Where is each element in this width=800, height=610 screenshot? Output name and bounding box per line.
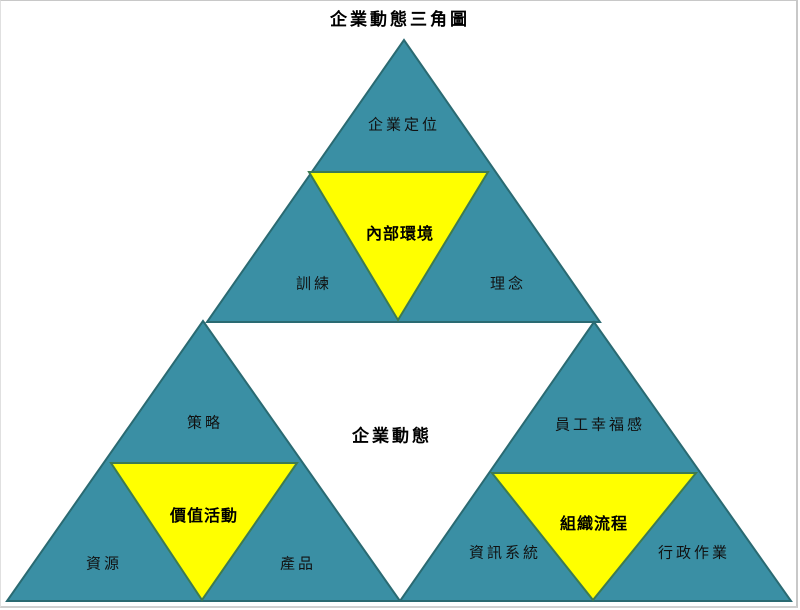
label-br-left: 資訊系統 xyxy=(468,543,542,562)
label-bl-core: 價值活動 xyxy=(169,506,239,525)
label-br-top: 員工幸福感 xyxy=(554,415,646,434)
label-top-left: 訓練 xyxy=(295,274,333,293)
label-br-right: 行政作業 xyxy=(657,543,731,562)
label-top-right: 理念 xyxy=(489,274,527,293)
outer-triangle-bottom-left xyxy=(5,319,402,602)
outer-triangle-bottom-right xyxy=(398,320,793,602)
inner-triangle-top xyxy=(307,171,490,322)
inner-triangle-bottom-right xyxy=(489,472,699,602)
inner-triangle-bottom-left xyxy=(109,462,299,602)
diagram-title: 企業動態三角圖 xyxy=(330,10,470,30)
label-top-top: 企業定位 xyxy=(367,115,441,134)
label-br-core: 組織流程 xyxy=(559,514,629,533)
triangle-bottom-left xyxy=(5,319,402,602)
label-bl-left: 資源 xyxy=(85,554,123,573)
label-top-core: 內部環境 xyxy=(365,224,435,243)
triangle-top xyxy=(205,38,602,323)
center-label: 企業動態 xyxy=(352,426,432,447)
label-bl-right: 產品 xyxy=(279,554,317,573)
triangle-bottom-right xyxy=(398,320,793,602)
label-bl-top: 策略 xyxy=(186,413,224,432)
